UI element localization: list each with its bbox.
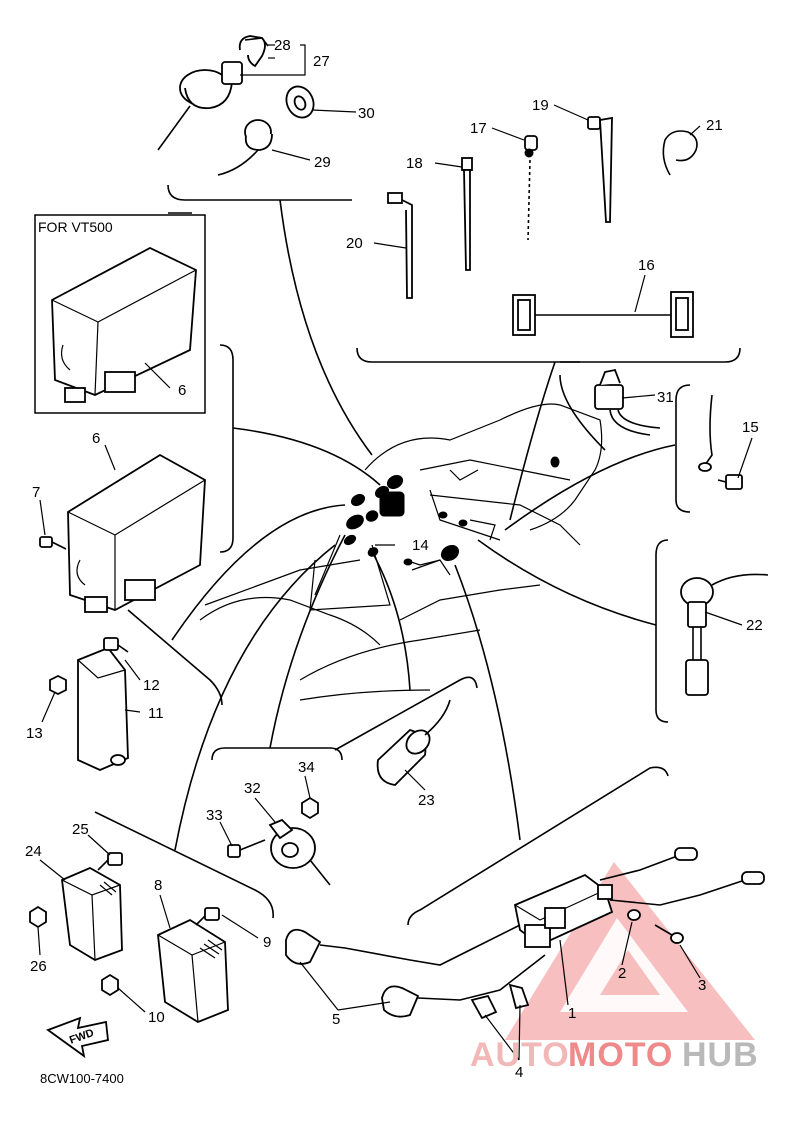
part-label-3: 3	[698, 977, 706, 994]
part-label-17: 17	[470, 120, 487, 137]
lock-cylinder-30	[285, 85, 315, 119]
part-label-5: 5	[332, 1011, 340, 1028]
watermark-auto: AUTO	[470, 1036, 570, 1074]
nut-26	[29, 905, 47, 929]
part-label-26: 26	[30, 958, 47, 975]
part-label-28: 28	[274, 37, 291, 54]
frame-outline	[199, 403, 603, 701]
watermark-hub: HUB	[682, 1036, 759, 1074]
holder-16	[512, 291, 694, 338]
part-label-21: 21	[706, 117, 723, 134]
part-label-30: 30	[358, 105, 375, 122]
switch-29	[217, 119, 273, 176]
part-label-10: 10	[148, 1009, 165, 1026]
part-label-24: 24	[25, 843, 42, 860]
group-brackets	[94, 184, 741, 926]
part-label-4: 4	[515, 1064, 523, 1081]
part-label-11: 11	[148, 705, 164, 722]
part-label-2: 2	[618, 965, 626, 982]
diagram-code: 8CW100-7400	[40, 1071, 124, 1086]
unit-24	[61, 866, 123, 961]
screw-7	[39, 536, 67, 550]
clip-4	[470, 983, 530, 1020]
part-label-20: 20	[346, 235, 363, 252]
bolt-3	[654, 924, 684, 944]
part-label-18: 18	[406, 155, 423, 172]
part-number-labels: 1 2 3 4 5 6 6 7 8 9 10 11 12 13 14 15 16…	[25, 37, 763, 1081]
part-label-7: 7	[32, 484, 40, 501]
part-label-22: 22	[746, 617, 763, 634]
fwd-arrow: FWD	[46, 1016, 109, 1059]
part-label-25: 25	[72, 821, 89, 838]
sensor-22	[680, 573, 769, 696]
bracket-11	[77, 646, 129, 771]
ignition-coil-1	[513, 847, 765, 948]
part-label-16: 16	[638, 257, 655, 274]
watermark-moto: MOTO	[568, 1036, 673, 1074]
label-leaders	[37, 44, 753, 1061]
part-label-31: 31	[657, 389, 674, 406]
part-label-23: 23	[418, 792, 435, 809]
bolt-9	[195, 907, 220, 926]
regulator-8	[157, 918, 229, 1024]
part-label-12: 12	[143, 677, 160, 694]
section-title: FOR VT500	[38, 219, 113, 235]
part-label-6-vt500: 6	[178, 382, 186, 399]
part-label-33: 33	[206, 807, 223, 824]
horn-32	[268, 818, 331, 886]
part-label-15: 15	[742, 419, 759, 436]
nut-13	[49, 674, 67, 696]
part-label-32: 32	[244, 780, 261, 797]
plug-cap-5	[285, 924, 546, 1018]
watermark-triangle	[505, 862, 755, 1040]
watermark-logo: AUTO MOTO HUB	[470, 1036, 759, 1074]
part-label-9: 9	[263, 934, 271, 951]
bolt-15	[698, 394, 743, 490]
nut-34	[301, 796, 319, 820]
ecu-6	[67, 453, 206, 613]
key-28	[244, 37, 269, 47]
vt500-box	[34, 214, 206, 414]
connector-block	[379, 491, 405, 517]
part-label-8: 8	[154, 877, 162, 894]
part-label-6: 6	[92, 430, 100, 447]
part-label-13: 13	[26, 725, 43, 742]
part-label-27: 27	[313, 53, 330, 70]
part-label-29: 29	[314, 154, 331, 171]
main-switch-assembly	[157, 35, 266, 151]
band-17	[524, 135, 538, 241]
nut-10	[101, 973, 119, 997]
clamp-19	[587, 116, 613, 223]
part-label-14: 14	[412, 537, 429, 554]
bolt-12	[103, 637, 129, 653]
switch-31	[594, 368, 661, 436]
cable-tie-18	[461, 157, 473, 271]
bolt-33	[227, 839, 266, 858]
bolt-25	[97, 852, 123, 871]
cable-tie-20	[387, 192, 413, 299]
condenser-23	[376, 699, 451, 786]
clip-21	[662, 130, 698, 176]
ecu-6-vt500	[51, 246, 197, 403]
part-label-34: 34	[298, 759, 315, 776]
part-label-1: 1	[568, 1005, 576, 1022]
part-label-19: 19	[532, 97, 549, 114]
connector-group-14	[343, 456, 560, 571]
